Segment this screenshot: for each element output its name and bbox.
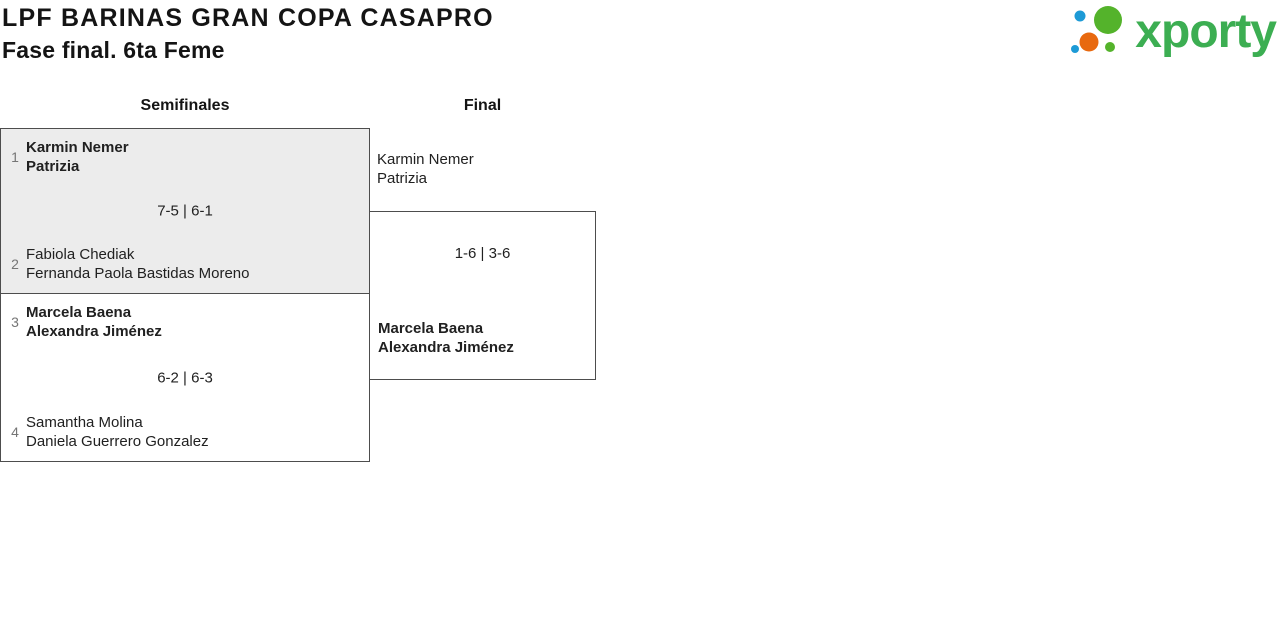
match-team-row: 4 Samantha Molina Daniela Guerrero Gonza…	[1, 413, 369, 451]
match-semifinal-2: 3 Marcela Baena Alexandra Jiménez 6-2 | …	[0, 293, 370, 462]
match-final: 1-6 | 3-6 Marcela Baena Alexandra Jiméne…	[369, 211, 596, 380]
player-name: Karmin Nemer	[26, 139, 129, 156]
player-name: Patrizia	[377, 170, 428, 187]
player-name: Fernanda Paola Bastidas Moreno	[26, 265, 250, 282]
final-team-top: Karmin Nemer Patrizia	[377, 150, 474, 188]
match-team-row: 2 Fabiola Chediak Fernanda Paola Bastida…	[1, 245, 369, 283]
tournament-title: LPF BARINAS GRAN COPA CASAPRO	[2, 4, 494, 32]
seed-number: 1	[11, 149, 19, 165]
round-header-semifinals: Semifinales	[140, 97, 230, 114]
tournament-subtitle: Fase final. 6ta Feme	[2, 37, 225, 63]
match-semifinal-1: 1 Karmin Nemer Patrizia 7-5 | 6-1 2 Fabi…	[0, 128, 370, 294]
player-name: Fabiola Chediak	[26, 246, 135, 263]
team-name: Marcela Baena Alexandra Jiménez	[26, 303, 162, 341]
match-score: 1-6 | 3-6	[454, 245, 511, 262]
xporty-dots-icon	[1068, 4, 1130, 67]
player-name: Marcela Baena	[26, 304, 132, 321]
team-name: Fabiola Chediak Fernanda Paola Bastidas …	[26, 245, 249, 283]
seed-number: 2	[11, 256, 19, 272]
player-name: Samantha Molina	[26, 414, 143, 431]
xporty-logo[interactable]: xporty	[1068, 4, 1277, 67]
team-name: Samantha Molina Daniela Guerrero Gonzale…	[26, 413, 209, 451]
round-header-final: Final	[463, 97, 502, 114]
player-name: Daniela Guerrero Gonzalez	[26, 433, 209, 450]
player-name: Marcela Baena	[378, 320, 484, 337]
player-name: Patrizia	[26, 158, 80, 175]
team-name: Karmin Nemer Patrizia	[26, 138, 129, 176]
player-name: Karmin Nemer	[377, 151, 474, 168]
match-team-row: 1 Karmin Nemer Patrizia	[1, 138, 369, 176]
seed-number: 3	[11, 314, 19, 330]
player-name: Alexandra Jiménez	[26, 323, 162, 340]
player-name: Alexandra Jiménez	[378, 339, 514, 356]
xporty-logo-text: xporty	[1135, 4, 1277, 58]
match-team-row: 3 Marcela Baena Alexandra Jiménez	[1, 303, 369, 341]
final-team-bottom: Marcela Baena Alexandra Jiménez	[378, 319, 514, 357]
match-score: 7-5 | 6-1	[157, 202, 213, 220]
match-score: 6-2 | 6-3	[157, 369, 213, 386]
seed-number: 4	[11, 424, 19, 440]
